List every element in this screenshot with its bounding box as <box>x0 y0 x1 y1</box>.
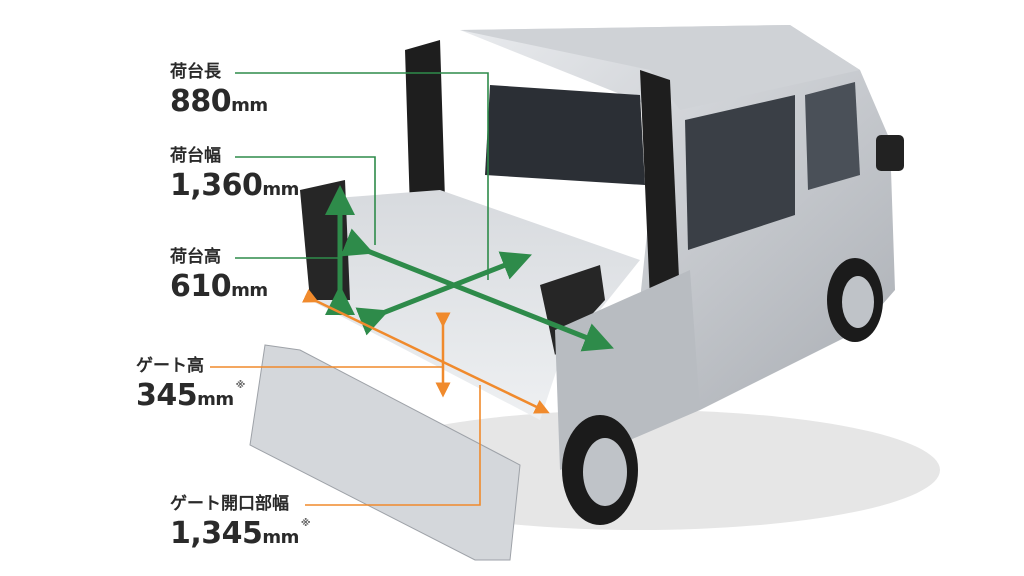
leader-line-bed-width <box>235 156 376 245</box>
roof <box>460 25 860 110</box>
dimension-name: 荷台幅 <box>170 146 221 166</box>
dimension-unit: mm <box>197 389 234 410</box>
dimension-name: 荷台高 <box>170 247 221 267</box>
front-window <box>805 82 860 190</box>
dimension-bed-width: 荷台幅 1,360mm <box>170 148 299 201</box>
right-pillar <box>640 70 680 300</box>
dimension-unit: mm <box>231 280 268 301</box>
dimension-value: 1,360 <box>170 168 263 203</box>
dimension-bed-length: 荷台長 880mm <box>170 64 268 117</box>
dimension-value: 610 <box>170 269 232 304</box>
side-window <box>685 95 795 250</box>
arrow-gate-opening <box>301 288 550 414</box>
dimension-value: 345 <box>136 378 198 413</box>
dimension-value: 1,345 <box>170 516 263 551</box>
rear-window <box>485 85 645 185</box>
dimension-name: ゲート開口部幅 <box>170 494 289 514</box>
left-pillar <box>405 40 445 210</box>
dimension-unit: mm <box>231 95 268 116</box>
leader-line-bed-length <box>235 72 489 280</box>
dimension-value: 880 <box>170 84 232 119</box>
side-mirror <box>876 135 904 171</box>
footnote-mark: ※ <box>300 518 311 529</box>
footnote-mark: ※ <box>235 380 246 391</box>
dimension-unit: mm <box>262 527 299 548</box>
dimension-name: 荷台長 <box>170 62 221 82</box>
leader-line-gate-opening <box>305 385 481 506</box>
dimension-name: ゲート高 <box>136 356 204 376</box>
dimension-gate-opening-width: ゲート開口部幅 1,345mm※ <box>170 494 311 551</box>
dimension-bed-height: 荷台高 610mm <box>170 249 268 302</box>
dimension-gate-height: ゲート高 345mm※ <box>136 358 245 411</box>
dimension-unit: mm <box>262 179 299 200</box>
